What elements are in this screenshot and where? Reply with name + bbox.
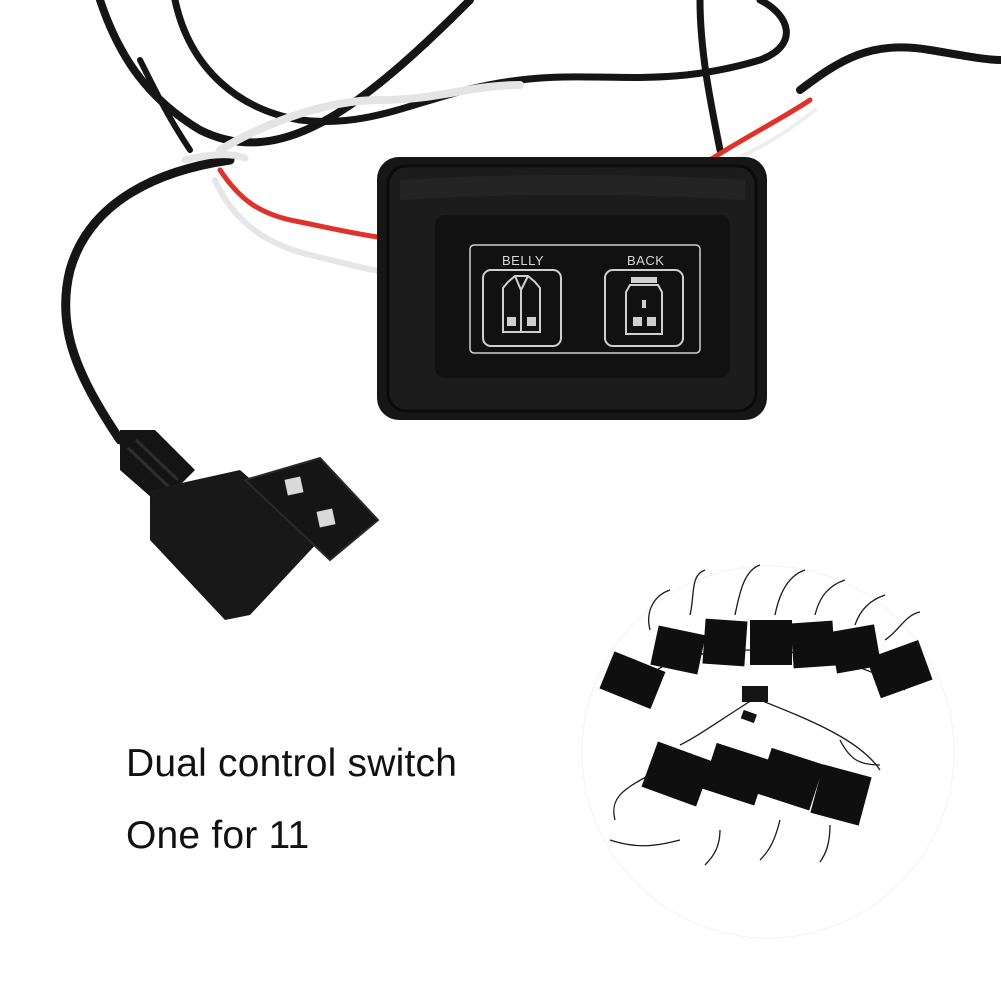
belly-button[interactable]	[482, 269, 562, 347]
heating-pad	[750, 620, 792, 665]
usb-contact-window	[316, 508, 336, 528]
mini-usb-plug	[740, 709, 757, 724]
white-wire	[212, 177, 388, 275]
white-wire	[216, 81, 524, 154]
usb-contact-window	[284, 476, 304, 496]
black-wire	[61, 155, 235, 445]
heating-pad	[641, 741, 713, 807]
heating-pad	[701, 742, 770, 806]
heating-pad	[650, 625, 706, 675]
touch-panel	[435, 215, 730, 378]
heating-pad	[599, 651, 666, 710]
black-wire	[796, 43, 1001, 94]
belly-label: BELLY	[502, 253, 544, 268]
red-wire	[707, 97, 813, 163]
usb-connector	[243, 456, 380, 562]
usb-plug	[120, 430, 380, 620]
red-wire	[217, 167, 388, 241]
heating-pad	[790, 620, 836, 669]
vest-front-icon	[502, 275, 541, 333]
dual-controller: BELLY BACK	[377, 157, 767, 420]
heating-pads	[599, 618, 933, 826]
mini-controller	[742, 686, 768, 702]
black-wire	[96, 0, 474, 147]
wire-harness	[61, 0, 1001, 445]
white-wire	[718, 108, 817, 167]
heating-pad	[810, 764, 872, 826]
black-wire	[137, 57, 193, 153]
black-wire	[696, 0, 724, 154]
black-wire	[171, 0, 790, 126]
heating-pad	[702, 618, 748, 667]
back-button[interactable]	[604, 269, 684, 347]
heating-pad	[866, 640, 933, 699]
heating-pad	[756, 747, 825, 811]
back-label: BACK	[627, 253, 664, 268]
caption-subtitle: One for 11	[126, 814, 310, 857]
inset-kit-photo	[581, 564, 955, 939]
caption-title: Dual control switch	[126, 742, 458, 785]
white-wire	[181, 151, 249, 164]
vest-back-icon	[625, 277, 663, 335]
panel-outline	[469, 244, 701, 354]
